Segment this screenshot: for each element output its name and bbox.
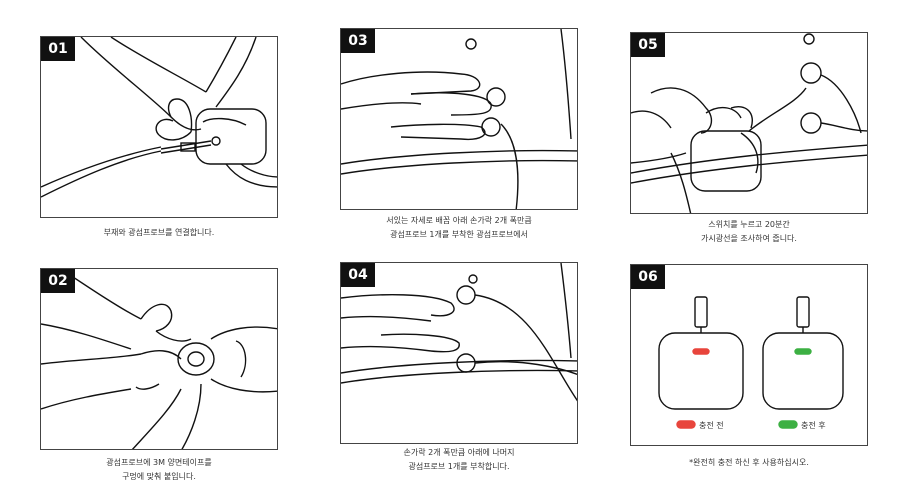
step-number-badge: 05 — [631, 33, 665, 57]
caption-line: *완전히 충전 하신 후 사용하십시오. — [689, 458, 809, 467]
legend-label-after: 충전 후 — [801, 420, 826, 430]
step-number-badge: 01 — [41, 37, 75, 61]
step-06-illustration: 충전 전 충전 후 — [658, 296, 844, 430]
caption-line: 광섬프로브 1개를 부착합니다. — [408, 462, 510, 471]
step-05-caption: 스위치를 누르고 20분간 가시광선을 조사하여 줍니다. — [629, 218, 869, 246]
step-number-badge: 04 — [341, 263, 375, 287]
step-02-caption: 광섬프로브에 3M 양면테이프를 구멍에 맞춰 붙입니다. — [39, 456, 279, 484]
indicator-led-after — [794, 348, 812, 355]
caption-line: 구멍에 맞춰 붙입니다. — [122, 472, 196, 481]
step-05-illustration — [631, 33, 867, 213]
step-06-panel: 06 충전 전 충전 후 — [630, 264, 868, 446]
step-04-illustration — [341, 263, 577, 402]
charger-plug-after — [796, 296, 810, 328]
legend-label-before: 충전 전 — [699, 420, 724, 430]
step-02-panel: 02 — [40, 268, 278, 450]
step-01-panel: 01 — [40, 36, 278, 218]
indicator-led-before — [692, 348, 710, 355]
caption-line: 가시광선을 조사하여 줍니다. — [701, 234, 797, 243]
device-after — [762, 332, 844, 410]
device-before — [658, 332, 744, 410]
step-03-caption: 서있는 자세로 배꼽 아래 손가락 2개 폭만큼 광섬프로브 1개를 부착한 광… — [339, 214, 579, 242]
step-03-illustration — [341, 29, 577, 209]
caption-line: 광섬프로브 1개를 부착한 광섬프로브에서 — [390, 230, 528, 239]
step-06-caption: *완전히 충전 하신 후 사용하십시오. — [629, 456, 869, 470]
caption-line: 서있는 자세로 배꼽 아래 손가락 2개 폭만큼 — [386, 216, 532, 225]
step-02-illustration — [41, 269, 277, 449]
step-04-panel: 04 — [340, 262, 578, 444]
step-01-caption: 부재와 광섬프로브를 연결합니다. — [39, 226, 279, 240]
step-04-caption: 손가락 2개 폭만큼 아래에 나머지 광섬프로브 1개를 부착합니다. — [339, 446, 579, 474]
legend-swatch-before — [676, 420, 696, 429]
step-05-panel: 05 — [630, 32, 868, 214]
caption-line: 손가락 2개 폭만큼 아래에 나머지 — [403, 448, 515, 457]
step-03-panel: 03 — [340, 28, 578, 210]
caption-line: 부재와 광섬프로브를 연결합니다. — [103, 228, 215, 237]
step-number-badge: 02 — [41, 269, 75, 293]
caption-line: 스위치를 누르고 20분간 — [708, 220, 790, 229]
legend-swatch-after — [778, 420, 798, 429]
step-01-illustration — [41, 37, 277, 198]
step-number-badge: 03 — [341, 29, 375, 53]
charger-plug-before — [694, 296, 708, 328]
step-number-badge: 06 — [631, 265, 665, 289]
caption-line: 광섬프로브에 3M 양면테이프를 — [106, 458, 212, 467]
